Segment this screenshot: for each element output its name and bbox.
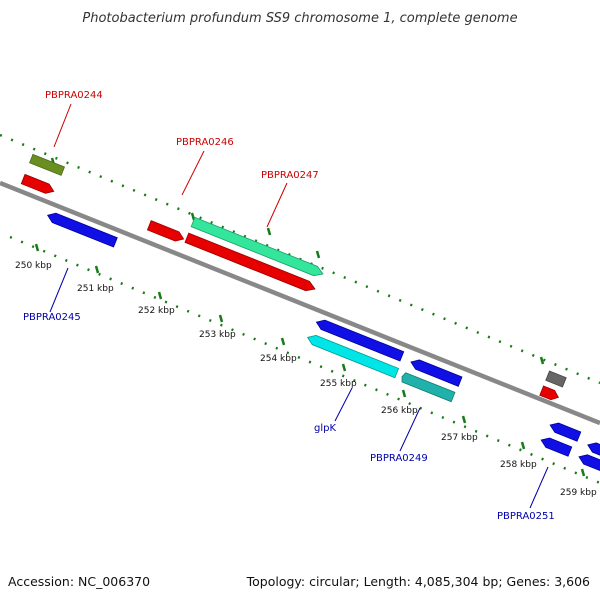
tick-label: 259 kbp: [560, 488, 597, 498]
map-title: Photobacterium profundum SS9 chromosome …: [82, 11, 517, 26]
gene-label-PBPRA0251[interactable]: PBPRA0251: [497, 511, 555, 522]
gene-grey-block[interactable]: [545, 370, 567, 388]
gene-red-long-arrow[interactable]: [184, 232, 317, 294]
major-tick-mark: [520, 441, 526, 450]
gene-PBPRA0251-arrow[interactable]: [539, 435, 573, 457]
gene-red-small-arrow-1[interactable]: [20, 173, 55, 196]
gene-glpK-arrow[interactable]: [306, 333, 400, 379]
upper-tick-mark: [266, 227, 272, 236]
gene-blue-large-arrow[interactable]: [315, 318, 405, 362]
gene-red-small-arrow-2[interactable]: [539, 385, 560, 402]
scale-tick-labels: 250 kbp 251 kbp 252 kbp 253 kbp 254 kbp …: [15, 261, 597, 498]
gene-PBPRA0249-arrow[interactable]: [400, 372, 456, 403]
tick-label: 256 kbp: [381, 406, 418, 416]
major-tick-mark: [280, 337, 286, 346]
tick-label: 250 kbp: [15, 261, 52, 271]
upper-tick-mark: [539, 356, 545, 365]
major-tick-mark: [461, 415, 467, 424]
gene-blue-arrow-3[interactable]: [548, 420, 582, 442]
major-tick-mark: [401, 389, 407, 398]
gene-PBPRA0246-arrow[interactable]: [146, 220, 185, 244]
tick-label: 252 kbp: [138, 306, 175, 316]
tick-label: 253 kbp: [199, 330, 236, 340]
gene-label-PBPRA0249[interactable]: PBPRA0249: [370, 453, 428, 464]
gene-label-PBPRA0244[interactable]: PBPRA0244: [45, 90, 103, 101]
gene-label-PBPRA0247[interactable]: PBPRA0247: [261, 170, 319, 181]
gene-label-PBPRA0246[interactable]: PBPRA0246: [176, 137, 234, 148]
label-leader-lines: [49, 103, 549, 509]
upper-tick-mark: [190, 212, 196, 221]
genome-summary-text: Topology: circular; Length: 4,085,304 bp…: [246, 574, 590, 589]
major-tick-mark: [157, 291, 163, 300]
major-tick-mark: [218, 314, 224, 323]
gene-PBPRA0244-block[interactable]: [29, 153, 66, 176]
tick-label: 254 kbp: [260, 354, 297, 364]
tick-label: 257 kbp: [441, 433, 478, 443]
major-tick-mark: [34, 243, 40, 252]
major-tick-mark: [580, 468, 586, 477]
gene-PBPRA0245-arrow[interactable]: [46, 211, 118, 248]
gene-blue-arrow-edge-2[interactable]: [577, 452, 600, 476]
gene-blue-medium-arrow[interactable]: [409, 357, 463, 387]
major-ticks: [34, 157, 586, 477]
tick-label: 255 kbp: [320, 379, 357, 389]
gene-label-glpK[interactable]: glpK: [314, 423, 336, 434]
tick-label: 251 kbp: [77, 284, 114, 294]
major-tick-mark: [94, 265, 100, 274]
gene-PBPRA0247-arrow[interactable]: [190, 216, 325, 278]
major-tick-mark: [341, 363, 347, 372]
accession-text: Accession: NC_006370: [8, 574, 150, 589]
gene-label-PBPRA0245[interactable]: PBPRA0245: [23, 312, 81, 323]
upper-tick-mark: [315, 250, 321, 259]
tick-label: 258 kbp: [500, 460, 537, 470]
chromosome-backbone: [0, 180, 600, 426]
gene-blue-arrow-edge-1[interactable]: [586, 440, 600, 461]
